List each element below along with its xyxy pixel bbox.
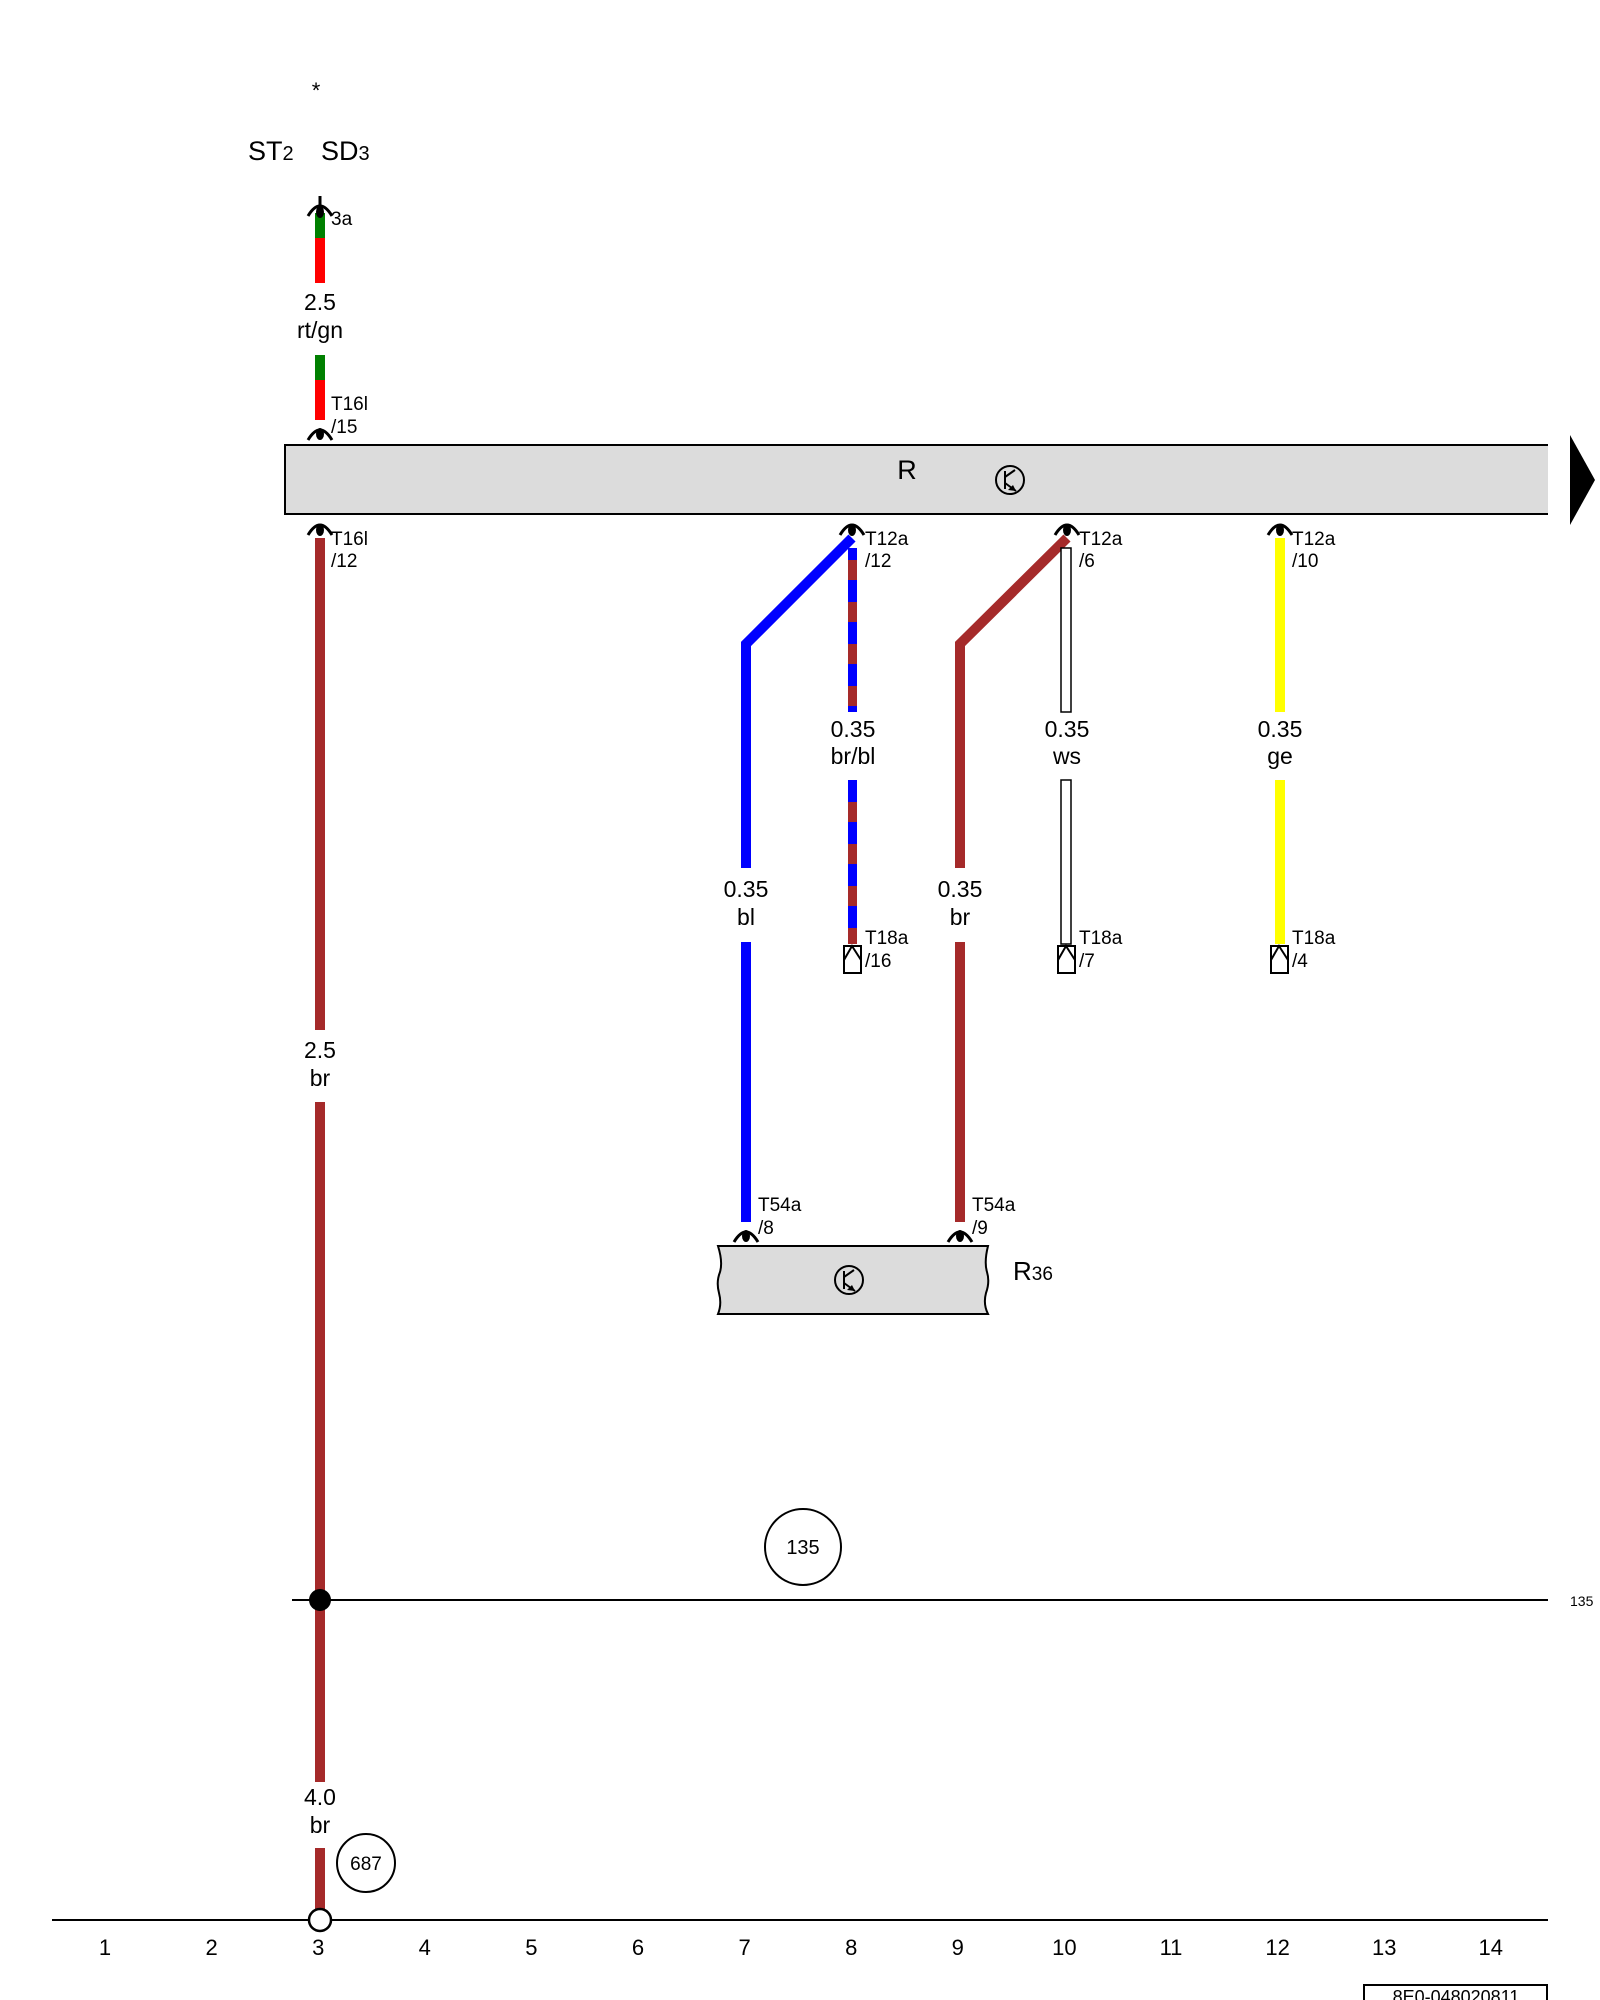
wire-br-ground-color: br xyxy=(310,1812,331,1838)
wire-ws xyxy=(1060,547,1072,945)
connector-t16l-12-symbol xyxy=(306,523,334,536)
grid-number: 10 xyxy=(1052,1935,1076,1960)
connector-t18a-7-symbol xyxy=(1057,944,1076,974)
junction-dot xyxy=(309,1589,331,1611)
connector-t18a-4-name: T18a xyxy=(1292,928,1336,949)
component-r-label: R xyxy=(897,455,917,485)
wire-br-r36-color: br xyxy=(950,904,971,930)
wire-rtgn-seg2-rt xyxy=(315,380,325,420)
reference-circle-687 xyxy=(336,1833,396,1893)
reference-circle-135 xyxy=(764,1508,842,1586)
wire-br-main-size: 2.5 xyxy=(304,1037,336,1063)
connector-t12a-12-pin: /12 xyxy=(865,551,891,572)
grid-number: 6 xyxy=(632,1935,644,1960)
connector-t18a-16-symbol xyxy=(843,944,862,974)
wire-brbl xyxy=(848,548,857,944)
reference-circle-687-label: 687 xyxy=(350,1854,382,1875)
component-r-box xyxy=(284,444,1548,515)
connector-t18a-16-name: T18a xyxy=(865,928,909,949)
wire-ge xyxy=(1275,538,1285,944)
connector-t12a-12-name: T12a xyxy=(865,529,909,550)
wire-br-r36 xyxy=(955,534,1071,868)
wire-rtgn-seg1-rt xyxy=(315,238,325,283)
wire-ge-size: 0.35 xyxy=(1258,716,1303,742)
wire-br-ground xyxy=(315,1848,325,1910)
wire-brbl-color: br/bl xyxy=(831,743,876,769)
connector-t54a-9-symbol xyxy=(946,1230,974,1243)
connector-sd3-3a-symbol xyxy=(306,196,334,218)
connector-t18a-16-pin: /16 xyxy=(865,951,891,972)
wire-rtgn-seg2-gn xyxy=(315,355,325,380)
connector-t54a-8-pin: /8 xyxy=(758,1218,774,1239)
grid-number: 11 xyxy=(1160,1935,1183,1960)
connector-t16l-15-pin: /15 xyxy=(331,417,357,438)
connector-t12a-12-symbol xyxy=(838,523,866,536)
grid-number: 7 xyxy=(738,1935,750,1960)
wire-rtgn-seg1-gn xyxy=(315,213,325,238)
grid-number: 2 xyxy=(205,1935,217,1960)
grid-number: 9 xyxy=(952,1935,964,1960)
connector-t12a-6-name: T12a xyxy=(1079,529,1123,550)
wire-brbl-size: 0.35 xyxy=(831,716,876,742)
reference-line-135-label: 135 xyxy=(1570,1593,1594,1609)
connector-t12a-10-symbol xyxy=(1266,523,1294,536)
grid-number: 5 xyxy=(525,1935,537,1960)
connector-t18a-7-pin: /7 xyxy=(1079,951,1095,972)
wire-bl xyxy=(741,534,856,868)
connector-sd3-3a-label: 3a xyxy=(331,209,353,230)
grid-number: 13 xyxy=(1372,1935,1396,1960)
connector-t54a-9-pin: /9 xyxy=(972,1218,988,1239)
wire-br-r36-size: 0.35 xyxy=(938,876,983,902)
label-sd3: SD3 xyxy=(321,136,370,166)
reference-circle-135-label: 135 xyxy=(786,1537,819,1559)
electronic-component-icon xyxy=(995,465,1025,495)
wire-br-ground-size: 4.0 xyxy=(304,1784,336,1810)
connector-t16l-15-name: T16l xyxy=(331,394,368,415)
label-st2: ST2 xyxy=(248,136,294,166)
continuation-arrow-icon xyxy=(1570,435,1595,525)
wire-br-r36-lower xyxy=(955,942,965,1222)
wire-br-main-upper xyxy=(315,538,325,1030)
connector-t54a-8-name: T54a xyxy=(758,1195,802,1216)
wire-br-main-lower xyxy=(315,1102,325,1782)
connector-t54a-9-name: T54a xyxy=(972,1195,1016,1216)
doc-code: 8E0-048020811 xyxy=(1393,1987,1520,2000)
connector-t16l-12-name: T16l xyxy=(331,529,368,550)
connector-t12a-6-symbol xyxy=(1053,523,1081,536)
connector-t16l-12-pin: /12 xyxy=(331,551,357,572)
optional-marker: * xyxy=(312,78,321,103)
wire-rtgn-color: rt/gn xyxy=(297,317,343,343)
grid-number: 3 xyxy=(312,1935,324,1960)
wire-bl-lower xyxy=(741,942,751,1222)
connector-t54a-8-symbol xyxy=(732,1230,760,1243)
wire-br-main-color: br xyxy=(310,1065,331,1091)
wire-ws-size: 0.35 xyxy=(1045,716,1090,742)
component-r36-label: R36 xyxy=(1013,1256,1053,1286)
wire-rtgn xyxy=(315,213,325,420)
wire-ge-color: ge xyxy=(1267,743,1293,769)
wire-ws-color: ws xyxy=(1052,743,1081,769)
wire-rtgn-size: 2.5 xyxy=(304,289,336,315)
doc-code-box xyxy=(1363,1984,1548,2000)
connector-t12a-10-name: T12a xyxy=(1292,529,1336,550)
connector-t12a-6-pin: /6 xyxy=(1079,551,1095,572)
component-r36-box xyxy=(716,1245,990,1315)
connector-t18a-7-name: T18a xyxy=(1079,928,1123,949)
connector-t12a-10-pin: /10 xyxy=(1292,551,1318,572)
grid-number: 1 xyxy=(99,1935,111,1960)
connector-t16l-15-symbol xyxy=(306,428,334,441)
wire-bl-size: 0.35 xyxy=(724,876,769,902)
connector-t18a-4-pin: /4 xyxy=(1292,951,1308,972)
grid-number: 4 xyxy=(419,1935,431,1960)
ground-point xyxy=(307,1907,333,1933)
wire-bl-color: bl xyxy=(737,904,755,930)
grid-number: 12 xyxy=(1265,1935,1289,1960)
grid-number: 8 xyxy=(845,1935,857,1960)
grid-number: 14 xyxy=(1479,1935,1503,1960)
connector-t18a-4-symbol xyxy=(1270,944,1289,974)
electronic-component-icon xyxy=(834,1265,864,1295)
